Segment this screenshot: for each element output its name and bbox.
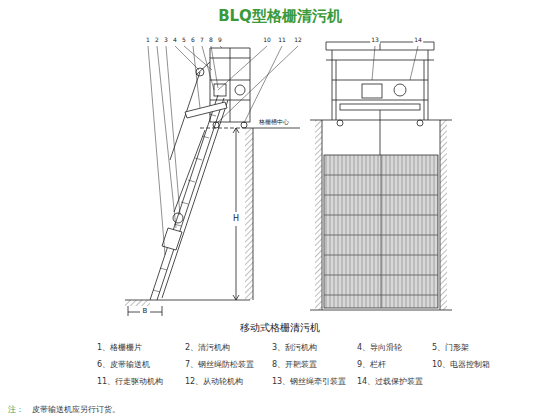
callout-number: 1: [145, 37, 151, 44]
part-name: 9、栏杆: [357, 361, 386, 370]
callout-number: 10: [262, 37, 272, 44]
callout-number: 13: [370, 37, 380, 44]
title: BLQ型格栅清污机: [218, 8, 342, 25]
part-name: 8、开耙装置: [272, 361, 317, 370]
part-name: 14、过载保护装置: [357, 378, 423, 387]
part-name: 5、门形架: [432, 344, 469, 353]
note-mark: 注：: [8, 406, 24, 415]
dimension-label: B: [142, 308, 149, 316]
dimension-label: 格栅槽中心: [258, 119, 290, 126]
callout-number: 6: [190, 37, 196, 44]
note-text: 皮带输送机应另行订货。: [32, 406, 120, 415]
callout-number: 11: [277, 37, 287, 44]
part-name: 12、从动轮机构: [185, 378, 243, 387]
part-name: 1、格栅栅片: [97, 344, 142, 353]
caption: 移动式格栅清污机: [240, 322, 320, 333]
part-name: 13、钢丝绳牵引装置: [272, 378, 346, 387]
part-name: 6、皮带输送机: [97, 361, 150, 370]
part-name: 2、清污机构: [185, 344, 230, 353]
callout-number: 2: [154, 37, 160, 44]
part-name: 7、钢丝绳防松装置: [185, 361, 254, 370]
callout-number: 3: [163, 37, 169, 44]
callout-number: 8: [208, 37, 214, 44]
dimension-label: H: [232, 215, 240, 224]
callout-number: 14: [413, 37, 423, 44]
callout-number: 9: [217, 37, 223, 44]
part-name: 10、电器控制箱: [432, 361, 490, 370]
part-name: 11、行走驱动机构: [97, 378, 163, 387]
callout-number: 12: [293, 37, 303, 44]
part-name: 4、导向滑轮: [357, 344, 402, 353]
callout-number: 7: [199, 37, 205, 44]
callout-number: 4: [172, 37, 178, 44]
part-name: 3、刮污机构: [272, 344, 317, 353]
callout-number: 5: [181, 37, 187, 44]
